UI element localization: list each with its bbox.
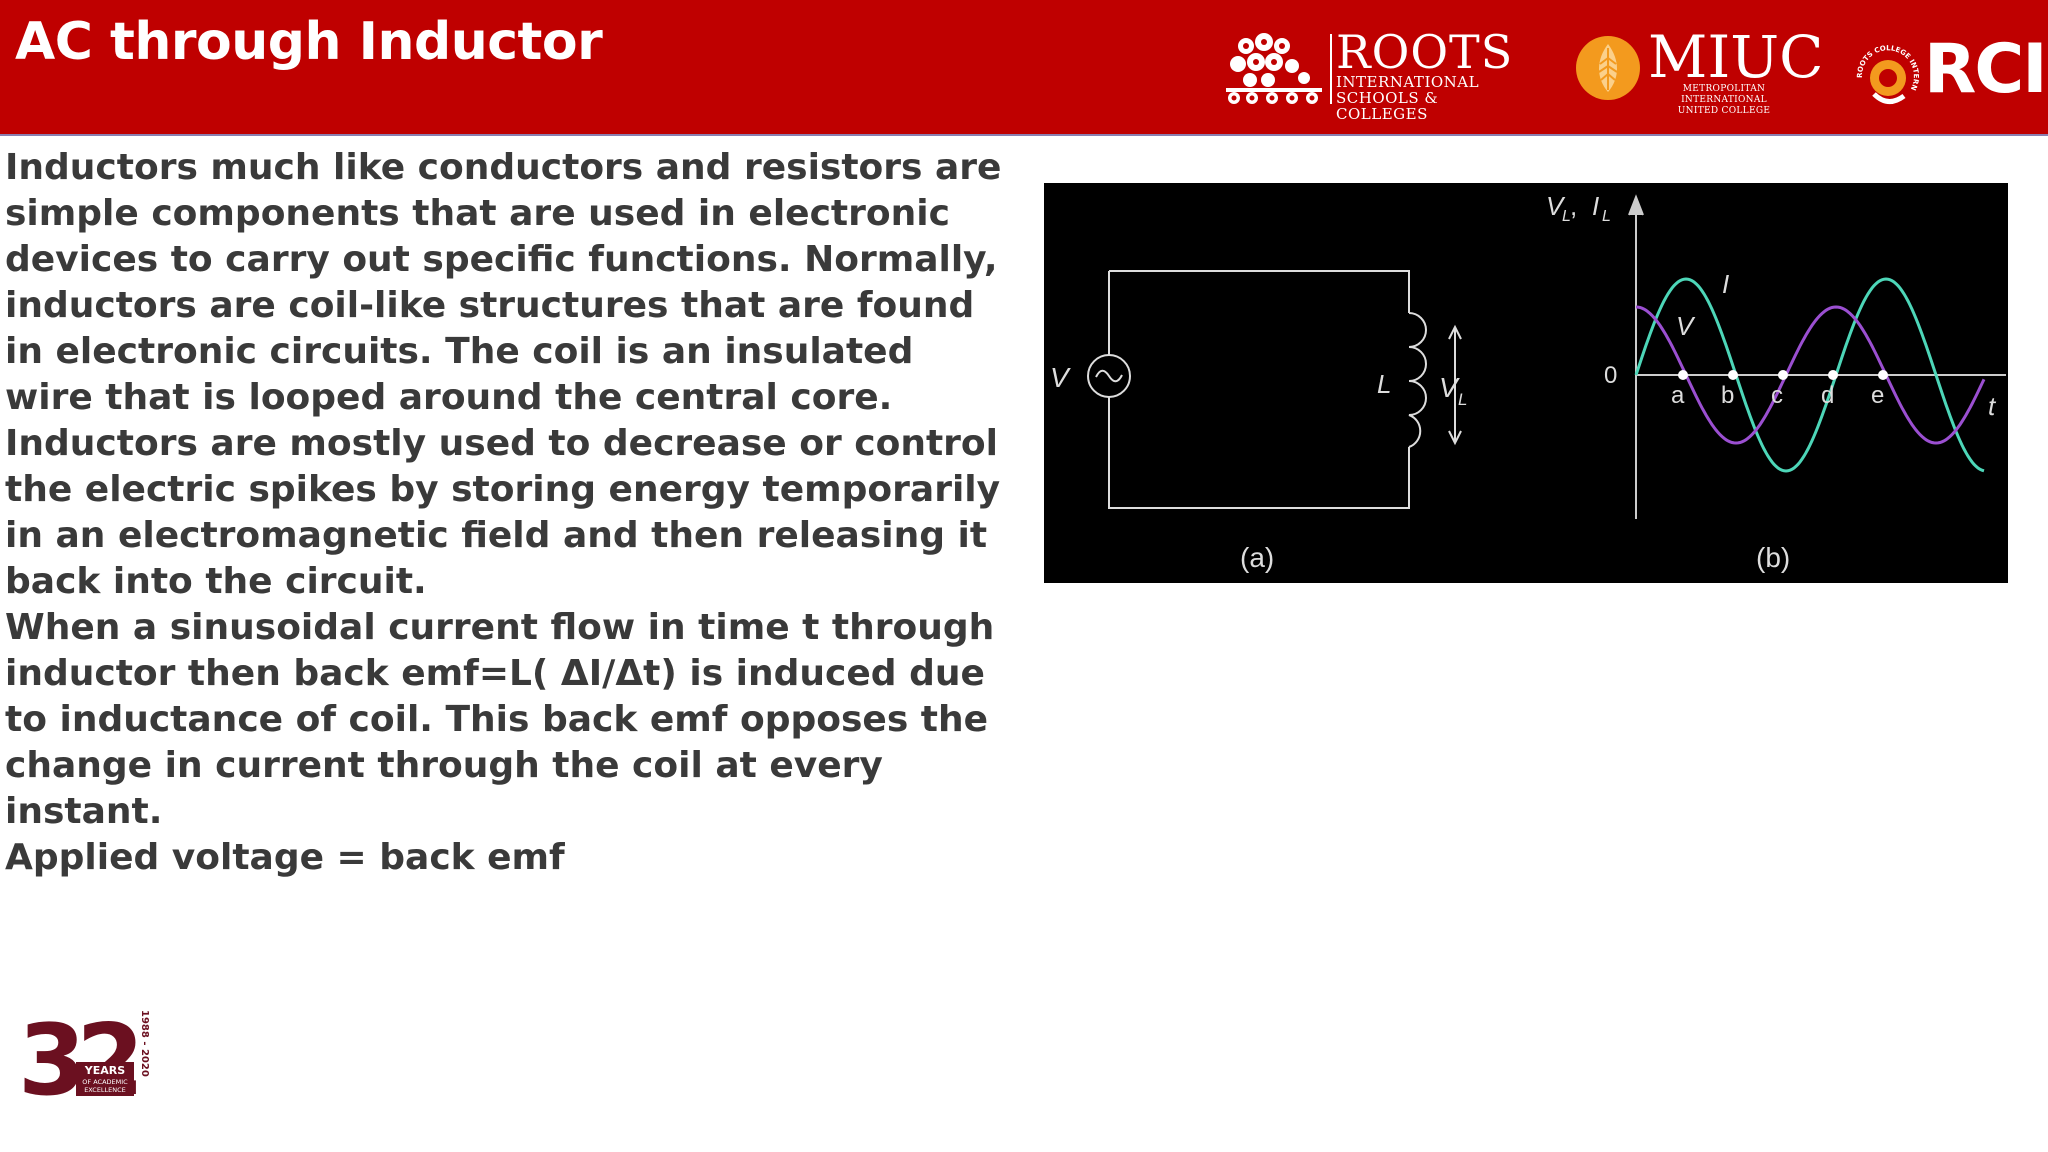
- miuc-line1: METROPOLITAN INTERNATIONAL: [1681, 84, 1767, 105]
- voltage-curve-label: V: [1676, 311, 1696, 341]
- source-label: V: [1050, 362, 1071, 393]
- caption-b: (b): [1756, 542, 1790, 573]
- zero-crossing-point-b: [1728, 370, 1738, 380]
- x-axis-label: t: [1988, 391, 1997, 421]
- inductor-label: L: [1377, 369, 1391, 399]
- zero-crossing-point-e: [1878, 370, 1888, 380]
- point-label-b: b: [1721, 382, 1734, 409]
- point-label-a: a: [1671, 382, 1685, 409]
- zero-crossing-point-d: [1828, 370, 1838, 380]
- miuc-emblem-icon: [1576, 36, 1640, 100]
- zero-crossing-point-a: [1678, 370, 1688, 380]
- roots-emblem-icon: [1226, 33, 1322, 104]
- inductor-coil-icon: [1408, 312, 1427, 448]
- anniversary-range: 1988 - 2020: [139, 1010, 150, 1077]
- slide-body: Inductors much like conductors and resis…: [5, 145, 1005, 881]
- y-axis-label-v: V: [1546, 191, 1566, 221]
- roots-line1: INTERNATIONAL: [1336, 73, 1480, 91]
- circuit-diagram: V L V L (a): [1050, 270, 1467, 573]
- slide-title: AC through Inductor: [15, 12, 603, 72]
- y-axis-label-i: I: [1592, 191, 1599, 221]
- anniversary-line1: OF ACADEMIC: [82, 1078, 128, 1086]
- point-label-e: e: [1871, 382, 1884, 409]
- anniversary-logo: 32 YEARS OF ACADEMIC EXCELLENCE 1988 - 2…: [18, 1008, 150, 1098]
- voltage-subscript: L: [1458, 390, 1467, 409]
- miuc-logo: MIUC METROPOLITAN INTERNATIONAL UNITED C…: [1648, 23, 1824, 116]
- rci-name: RCI: [1924, 30, 2048, 109]
- anniversary-line2: EXCELLENCE: [84, 1086, 126, 1094]
- roots-logo: ROOTS INTERNATIONAL SCHOOLS & COLLEGES: [1336, 25, 1516, 122]
- current-curve: [1634, 277, 1985, 473]
- point-label-c: c: [1771, 382, 1783, 409]
- miuc-line2: UNITED COLLEGE: [1677, 106, 1771, 116]
- point-label-d: d: [1821, 382, 1834, 409]
- y-axis: [1628, 194, 1644, 519]
- current-label: I: [1722, 269, 1729, 299]
- y-axis-sub-v: L: [1562, 208, 1571, 225]
- caption-a: (a): [1240, 542, 1274, 573]
- waveform-graph: a b c d e V L , I L 0 t I V (b): [1546, 191, 2006, 573]
- zero-crossing-point-c: [1778, 370, 1788, 380]
- body-paragraph-4: Applied voltage = back emf: [5, 837, 565, 878]
- miuc-name: MIUC: [1648, 23, 1824, 91]
- body-paragraph-2: Inductors are mostly used to decrease or…: [5, 423, 1001, 602]
- roots-divider: [1330, 34, 1332, 104]
- anniversary-years: YEARS: [84, 1064, 125, 1077]
- voltage-label: V: [1439, 372, 1460, 403]
- body-paragraph-1: Inductors much like conductors and resis…: [5, 147, 1002, 418]
- y-axis-sep: ,: [1570, 191, 1577, 221]
- body-paragraph-3: When a sinusoidal current flow in time t…: [5, 607, 995, 832]
- voltage-curve: [1635, 305, 1986, 445]
- origin-label: 0: [1604, 362, 1617, 389]
- ac-source-icon: [1087, 354, 1131, 398]
- roots-name: ROOTS: [1336, 25, 1514, 79]
- voltage-arrow-icon: [1448, 324, 1462, 446]
- slide-header: AC through Inductor ROOTS INTERNATIONAL …: [0, 0, 2048, 136]
- roots-line2: SCHOOLS & COLLEGES: [1336, 89, 1439, 123]
- y-axis-sub-i: L: [1602, 208, 1611, 225]
- rci-emblem-icon: ROOTS COLLEGE INTERNATIONAL: [1848, 34, 1920, 104]
- inductor-figure: V L V L (a) a b c d e V L , I L 0 t I V (b): [1044, 183, 2008, 583]
